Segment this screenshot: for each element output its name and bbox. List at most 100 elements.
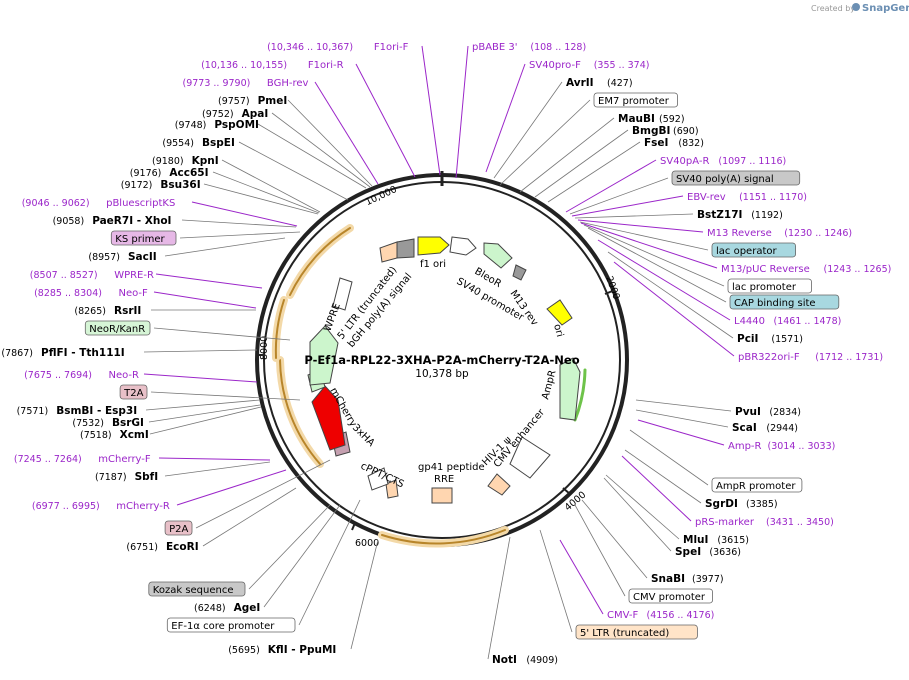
site-position: (3431 .. 3450) bbox=[766, 517, 834, 528]
leader-line bbox=[485, 63, 526, 173]
enzyme-name: SnaBI bbox=[651, 573, 685, 585]
map-label: NeoR/KanR bbox=[84, 320, 151, 336]
enzyme-name: BmgBI bbox=[632, 125, 670, 137]
label-ampr: AmpR bbox=[540, 369, 558, 401]
label-ori: ori bbox=[551, 323, 565, 338]
site-position: (355 .. 374) bbox=[594, 60, 650, 71]
map-label: 5' LTR (truncated) bbox=[575, 624, 698, 640]
feature-box-label: AmpR promoter bbox=[716, 481, 796, 492]
enzyme-name: BsrGI bbox=[112, 417, 144, 429]
leader-line bbox=[153, 291, 257, 309]
leader-line bbox=[153, 327, 291, 341]
feature-f1-ori bbox=[417, 236, 450, 256]
map-label: EF-1α core promoter bbox=[166, 617, 296, 633]
feature-box-label: KS primer bbox=[115, 234, 165, 245]
primer-name: pBR322ori-F bbox=[738, 352, 800, 363]
leader-line bbox=[581, 499, 648, 579]
map-label: CMV promoter bbox=[628, 588, 713, 604]
feature-box-label: EF-1α core promoter bbox=[171, 621, 275, 632]
feature-box bbox=[729, 294, 840, 310]
feature-wpre bbox=[332, 277, 353, 311]
primer-name: mCherry-F bbox=[98, 454, 151, 465]
enzyme-name: BspEI bbox=[202, 137, 235, 149]
feature-box bbox=[84, 320, 151, 336]
brand-text: SnapGene bbox=[862, 3, 909, 14]
leader-line bbox=[565, 159, 657, 213]
leader-line bbox=[287, 99, 373, 187]
leader-line bbox=[143, 373, 258, 383]
primer-name: L4440 bbox=[734, 316, 765, 327]
enzyme-name: MauBI bbox=[618, 113, 655, 125]
site-position: (1243 .. 1265) bbox=[824, 264, 892, 275]
map-label: (10,136 .. 10,155)F1ori-R bbox=[201, 60, 344, 71]
leader-line bbox=[635, 409, 729, 428]
feature-box bbox=[628, 588, 713, 604]
primer-name: WPRE-R bbox=[114, 270, 154, 281]
map-label: (8285 .. 8304)Neo-F bbox=[34, 288, 148, 299]
leader-line bbox=[635, 399, 732, 412]
orf-arcs bbox=[271, 224, 587, 548]
leader-line bbox=[580, 222, 718, 269]
map-label: (9058)PaeR7I - XhoI bbox=[53, 215, 172, 227]
enzyme-name: Acc65I bbox=[169, 167, 208, 179]
map-label: (7675 .. 7694)Neo-R bbox=[24, 370, 139, 381]
leader-line bbox=[179, 231, 301, 239]
map-label: (592) MauBI bbox=[618, 113, 685, 125]
leader-line bbox=[487, 536, 511, 660]
map-label: (1097 .. 1116)SV40pA-R bbox=[660, 156, 786, 167]
enzyme-name: NotI bbox=[492, 654, 517, 666]
feature-box-label: NeoR/KanR bbox=[89, 324, 145, 335]
leader-line bbox=[571, 195, 684, 217]
map-label: (6248)AgeI bbox=[194, 602, 260, 614]
leader-line bbox=[624, 449, 702, 504]
map-label: CAP binding site bbox=[729, 294, 840, 310]
site-position: (7187) bbox=[95, 472, 127, 483]
leader-line bbox=[621, 455, 692, 522]
site-position: (9172) bbox=[121, 180, 153, 191]
site-position: (1097 .. 1116) bbox=[718, 156, 786, 167]
feature-m13-rev bbox=[512, 264, 527, 281]
feature-cmv-enhancer bbox=[509, 436, 551, 479]
site-position: (3615) bbox=[717, 535, 749, 546]
leader-line bbox=[314, 81, 379, 185]
map-label: (9172)Bsu36I bbox=[121, 179, 201, 191]
feature-box bbox=[110, 230, 177, 246]
site-position: (4156 .. 4176) bbox=[647, 610, 715, 621]
site-position: (592) bbox=[659, 114, 685, 125]
feature-box bbox=[711, 242, 796, 258]
enzyme-name: ApaI bbox=[242, 108, 269, 120]
map-label: (9176)Acc65I bbox=[130, 167, 209, 179]
leader-line bbox=[271, 112, 371, 188]
site-position: (10,346 .. 10,367) bbox=[267, 42, 353, 53]
site-position: (7571) bbox=[17, 406, 49, 417]
site-position: (3014 .. 3033) bbox=[768, 441, 836, 452]
feature-box-label: lac promoter bbox=[732, 282, 797, 293]
site-position: (1571) bbox=[771, 334, 803, 345]
enzyme-name: PmeI bbox=[258, 95, 288, 107]
map-label: (1230 .. 1246)M13 Reverse bbox=[707, 228, 852, 239]
label-gp41: gp41 peptide bbox=[418, 462, 485, 473]
site-position: (4909) bbox=[526, 655, 558, 666]
enzyme-name: PciI bbox=[737, 333, 758, 345]
map-label: (1192)BstZ17I bbox=[697, 209, 783, 221]
feature-box-label: 5' LTR (truncated) bbox=[580, 628, 669, 639]
leader-line bbox=[607, 251, 734, 339]
map-label: (4909) NotI bbox=[492, 654, 558, 666]
primer-name: pBABE 3' bbox=[472, 42, 518, 53]
feature-mcherry bbox=[311, 385, 346, 451]
map-label: (9046 .. 9062)pBluescriptKS bbox=[22, 198, 176, 209]
feature-box bbox=[148, 581, 246, 597]
leader-line bbox=[263, 504, 341, 608]
leader-line bbox=[257, 123, 367, 189]
leader-line bbox=[547, 141, 641, 203]
leader-line bbox=[493, 81, 563, 179]
primer-name: M13 Reverse bbox=[707, 228, 772, 239]
map-label: (8507 .. 8527)WPRE-R bbox=[30, 270, 154, 281]
feature-bgh-polya bbox=[396, 238, 415, 259]
map-label: (3615)MluI bbox=[683, 534, 749, 546]
leader-line bbox=[350, 539, 379, 650]
leader-line bbox=[155, 273, 263, 289]
map-label: (7571)BsmBI - Esp3I bbox=[17, 405, 138, 417]
site-position: (2834) bbox=[769, 407, 801, 418]
site-position: (9752) bbox=[202, 109, 234, 120]
